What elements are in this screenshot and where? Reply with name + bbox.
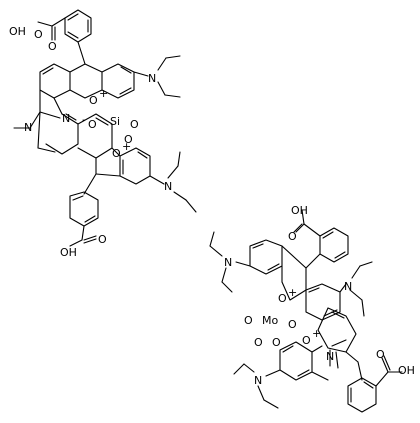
atom-label: N: [254, 374, 262, 387]
xanthene-ring-2-center: [77, 113, 113, 159]
atom-label: OH: [291, 204, 308, 217]
xanthene-ring-1-left: [39, 63, 71, 99]
atom-label: O: [244, 314, 253, 327]
atom-label: O: [278, 292, 287, 305]
atom-label: O: [34, 28, 43, 41]
molecule-2-bonds: [209, 209, 403, 413]
atom-label: O: [376, 348, 385, 361]
atom-label: O: [302, 334, 311, 347]
atom-label: O: [124, 133, 133, 146]
atom-label: N: [148, 72, 156, 85]
atom-label: OH: [398, 364, 415, 377]
atom-label: +: [288, 286, 297, 299]
xanthene-ring-2-left: [45, 113, 79, 155]
atom-label: O: [254, 336, 263, 349]
atom-label: N: [164, 180, 172, 193]
atom-label: N: [62, 112, 70, 125]
atom-label: O: [130, 118, 139, 131]
xanthene-ring-1-center: [69, 63, 103, 99]
atom-label: Mo: [262, 314, 278, 327]
atom-label: N: [344, 280, 352, 293]
benzene-ring-1a: [64, 9, 92, 43]
atom-label: O: [88, 118, 97, 131]
atom-label: N: [224, 256, 232, 269]
xanthene-ring-2-right: [119, 147, 151, 185]
atom-label: OH: [60, 246, 77, 259]
atom-label: +: [99, 87, 108, 100]
atom-label: O: [272, 336, 281, 349]
atom-label: O: [89, 94, 98, 107]
molecule-1-bonds: [13, 9, 197, 247]
atom-label: +: [122, 140, 131, 153]
benzene-ring-2a: [319, 227, 349, 263]
xanthene-ring-1-right: [101, 63, 135, 99]
atom-labels: OH O O N O + N N O - Si O O O + N O OH O…: [9, 25, 415, 387]
xanthene-ring-3-left: [249, 239, 283, 275]
benzene-ring-2b: [347, 377, 377, 413]
atom-label: -: [82, 113, 86, 126]
atom-label: N: [326, 350, 334, 363]
atom-label: O: [112, 147, 121, 160]
atom-label: Si: [110, 115, 120, 128]
atom-label: N: [24, 121, 32, 134]
xanthene-ring-4-left: [279, 341, 313, 381]
xanthene-ring-3-right: [305, 283, 341, 321]
atom-label: O: [288, 230, 297, 243]
benzene-ring-1b: [69, 191, 99, 227]
atom-label: O: [98, 233, 107, 246]
atom-label: +: [312, 327, 321, 340]
atom-label: O: [288, 318, 297, 331]
atom-label: OH: [9, 25, 26, 38]
atom-label: O: [48, 40, 57, 53]
